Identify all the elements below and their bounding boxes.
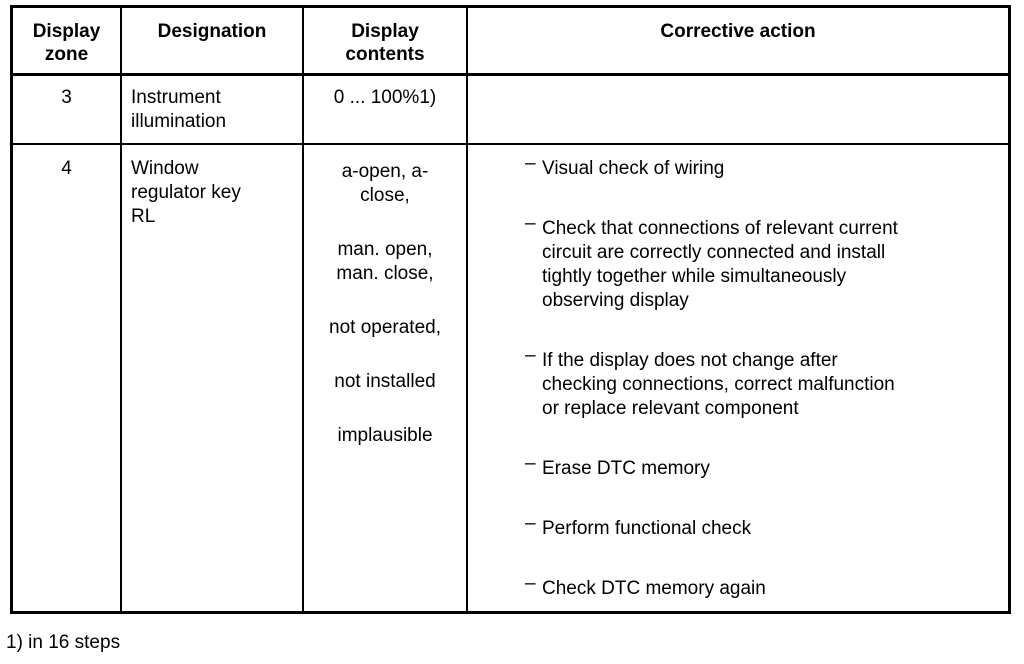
header-line: contents (345, 44, 425, 65)
text-line: Erase DTC memory (542, 458, 710, 479)
dash-bullet: – (525, 573, 536, 594)
dash-bullet: – (525, 153, 536, 174)
cell-display-contents-row1: 0 ... 100%1) (304, 76, 468, 145)
header-corrective-action: Corrective action (468, 8, 1008, 76)
text-line: If the display does not change after (542, 350, 838, 371)
dash-bullet: – (525, 513, 536, 534)
text-line: observing display (542, 290, 689, 311)
footnote: 1) in 16 steps (6, 632, 121, 653)
diagnostic-table: Display zone Designation Display content… (10, 5, 1011, 614)
text-line: Visual check of wiring (542, 158, 725, 179)
cell-corrective-action-row2: – Visual check of wiring – Check that co… (468, 145, 1008, 611)
display-contents-entry: not installed (304, 370, 466, 394)
text-line: Instrument (131, 87, 221, 108)
corrective-action-item: – If the display does not change after c… (525, 345, 1004, 421)
dash-bullet: – (525, 453, 536, 474)
text-line: RL (131, 206, 156, 227)
corrective-action-item: – Check DTC memory again (525, 573, 1004, 601)
header-line: Corrective action (660, 21, 816, 42)
text-line: man. open, (337, 239, 433, 260)
corrective-action-item: – Perform functional check (525, 513, 1004, 541)
cell-display-contents-row2: a-open, a- close, man. open, man. close,… (304, 145, 468, 611)
dash-bullet: – (525, 213, 536, 234)
header-line: zone (44, 44, 89, 65)
cell-designation-row2: Window regulator key RL (122, 145, 304, 611)
display-contents-entry: 0 ... 100%1) (304, 86, 466, 110)
cell-zone-4: 4 (13, 145, 122, 611)
display-contents-entry: implausible (304, 424, 466, 448)
text-line: close, (360, 185, 410, 206)
header-display-contents: Display contents (304, 8, 468, 76)
display-contents-entry: not operated, (304, 316, 466, 340)
text-line: Check that connections of relevant curre… (542, 218, 898, 239)
corrective-action-item: – Check that connections of relevant cur… (525, 213, 1004, 313)
text-line: illumination (131, 111, 227, 132)
display-contents-entry: man. open, man. close, (304, 238, 466, 286)
corrective-action-item: – Erase DTC memory (525, 453, 1004, 481)
text-line: not operated, (329, 317, 441, 338)
header-designation: Designation (122, 8, 304, 76)
cell-corrective-action-row1 (468, 76, 1008, 145)
text-line: Window (131, 158, 199, 179)
text-line: Check DTC memory again (542, 578, 766, 599)
text-line: 0 ... 100%1) (333, 87, 437, 108)
header-display-zone: Display zone (13, 8, 122, 76)
header-line: Display (32, 21, 101, 42)
cell-designation-row1: Instrument illumination (122, 76, 304, 145)
text-line: or replace relevant component (542, 398, 799, 419)
text-line: implausible (337, 425, 433, 446)
cell-zone-3: 3 (13, 76, 122, 145)
dash-bullet: – (525, 345, 536, 366)
corrective-action-item: – Visual check of wiring (525, 153, 1004, 181)
text-line: man. close, (336, 263, 434, 284)
text-line: checking connections, correct malfunctio… (542, 374, 895, 395)
text-line: circuit are correctly connected and inst… (542, 242, 886, 263)
text-line: not installed (334, 371, 436, 392)
text-line: tightly together while simultaneously (542, 266, 847, 287)
display-contents-entry: a-open, a- close, (304, 160, 466, 208)
text-line: Perform functional check (542, 518, 752, 539)
text-line: regulator key (131, 182, 241, 203)
header-line: Designation (157, 21, 267, 42)
text-line: a-open, a- (341, 161, 429, 182)
header-line: Display (351, 21, 419, 42)
